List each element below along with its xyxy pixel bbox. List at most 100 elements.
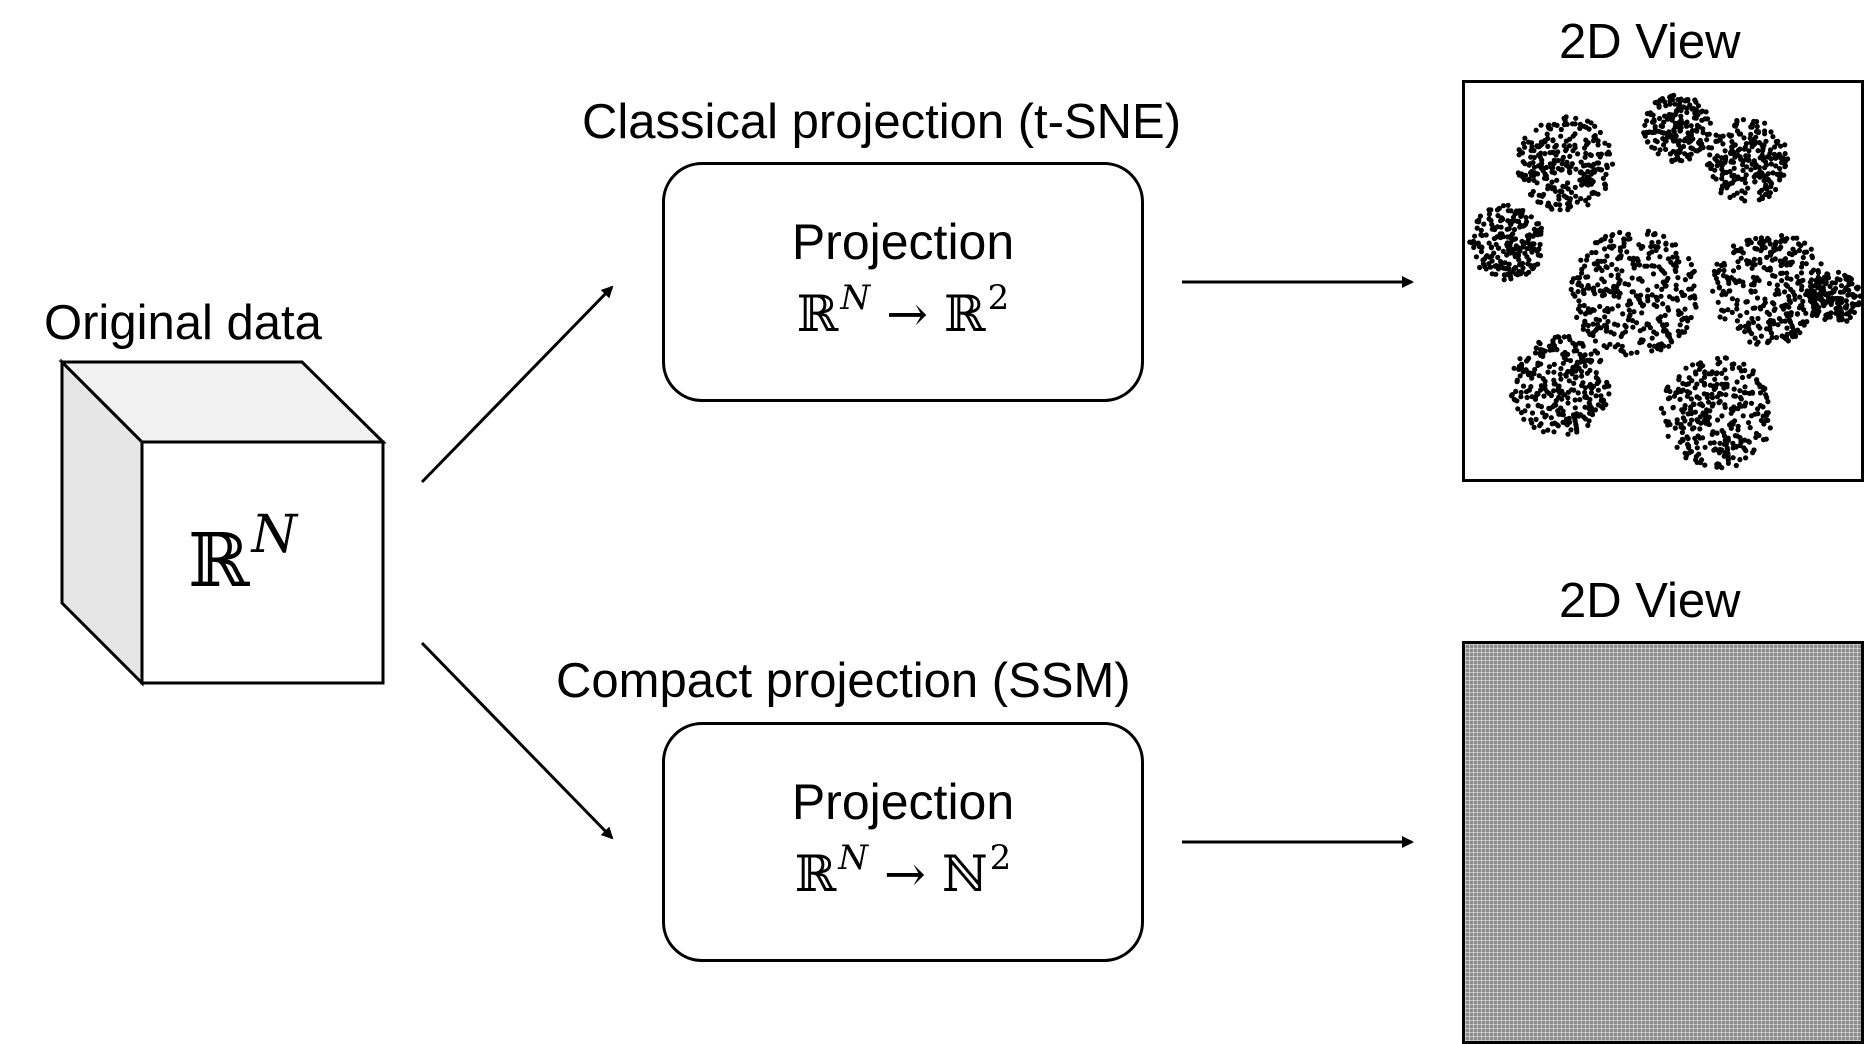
cluster-point — [1744, 164, 1750, 170]
cluster-point — [1651, 302, 1657, 308]
cluster-point — [1713, 138, 1719, 144]
cluster-point — [1560, 360, 1566, 366]
cluster-point — [1692, 301, 1698, 307]
cluster-point — [1701, 391, 1707, 397]
cluster-point — [1560, 392, 1566, 398]
cluster-point — [1748, 289, 1755, 295]
cluster-point — [1655, 151, 1661, 157]
cluster-point — [1623, 352, 1629, 358]
cluster-point — [1608, 272, 1614, 278]
cluster-point — [1820, 291, 1826, 297]
cluster-point — [1598, 151, 1604, 157]
cluster-point — [1685, 138, 1691, 144]
cluster-point — [1602, 181, 1608, 187]
cluster-point — [1712, 167, 1718, 173]
data-cube — [58, 358, 387, 687]
cluster-point — [1530, 371, 1536, 377]
cluster-point — [1611, 331, 1617, 337]
cluster-point — [1567, 337, 1573, 343]
cluster-point — [1663, 146, 1669, 152]
cluster-point — [1768, 330, 1775, 336]
cluster-point — [1776, 316, 1782, 322]
cluster-point — [1766, 338, 1772, 344]
cluster-point — [1743, 455, 1749, 461]
cluster-point — [1687, 421, 1693, 427]
cluster-point — [1549, 206, 1555, 212]
cluster-point — [1630, 324, 1636, 330]
cluster-point — [1516, 257, 1522, 263]
cluster-point — [1500, 248, 1506, 254]
cluster-point — [1611, 290, 1617, 296]
cluster-point — [1538, 421, 1544, 427]
cluster-point — [1706, 421, 1712, 428]
cluster-point — [1495, 254, 1501, 260]
cluster-point — [1584, 370, 1590, 376]
cluster-point — [1539, 157, 1545, 163]
cluster-point — [1597, 303, 1603, 310]
cluster-point — [1747, 135, 1753, 141]
cluster-point — [1549, 179, 1555, 185]
cluster-point — [1739, 374, 1746, 381]
cluster-point — [1699, 117, 1705, 123]
cluster-point — [1572, 375, 1579, 381]
cluster-point — [1849, 281, 1855, 287]
cluster-point — [1533, 345, 1539, 351]
cluster-point — [1754, 123, 1760, 130]
cluster-point — [1669, 242, 1675, 248]
cluster-point — [1766, 280, 1772, 287]
cluster-point — [1553, 201, 1559, 207]
cluster-point — [1555, 165, 1561, 172]
cluster-point — [1709, 369, 1715, 375]
cluster-point — [1829, 280, 1835, 286]
cluster-point — [1756, 432, 1762, 439]
cluster-point — [1607, 341, 1613, 347]
cluster-point — [1517, 373, 1523, 379]
cluster-point — [1609, 306, 1615, 312]
cluster-point — [1636, 262, 1643, 268]
cluster-point — [1522, 144, 1528, 150]
cluster-point — [1771, 151, 1777, 157]
compact-view-label: 2D View — [1559, 574, 1741, 628]
cluster-point — [1547, 161, 1553, 167]
classical-box-title: Projection — [791, 214, 1015, 270]
cluster-point — [1796, 247, 1802, 254]
cluster-point — [1526, 269, 1532, 275]
cluster-point — [1845, 292, 1851, 298]
cluster-point — [1794, 274, 1800, 280]
cluster-point — [1602, 258, 1608, 264]
cluster-point — [1562, 184, 1568, 190]
cluster-point — [1784, 325, 1790, 331]
cluster-point — [1552, 402, 1558, 408]
cluster-point — [1660, 301, 1666, 307]
cluster-point — [1625, 302, 1631, 308]
cluster-point — [1673, 250, 1679, 256]
cluster-point — [1627, 236, 1633, 242]
cluster-point — [1754, 377, 1760, 383]
cluster-point — [1717, 398, 1723, 404]
cluster-point — [1592, 123, 1598, 129]
cluster-point — [1519, 212, 1525, 218]
cluster-point — [1850, 292, 1856, 298]
cluster-point — [1722, 367, 1728, 373]
cluster-point — [1750, 368, 1756, 374]
cluster-point — [1531, 424, 1537, 430]
cluster-point — [1668, 93, 1674, 99]
cluster-point — [1509, 392, 1515, 398]
cluster-point — [1555, 423, 1561, 429]
cluster-point — [1685, 443, 1691, 449]
classical-projection-title: Classical projection (t-SNE) — [582, 95, 1182, 149]
cluster-point — [1773, 334, 1780, 341]
cluster-point — [1538, 231, 1544, 237]
cluster-point — [1520, 383, 1527, 389]
cluster-point — [1659, 123, 1665, 129]
cluster-point — [1528, 417, 1534, 423]
cluster-point — [1728, 275, 1734, 281]
cluster-point — [1582, 154, 1588, 160]
cluster-point — [1474, 225, 1480, 231]
cluster-point — [1722, 402, 1728, 408]
cluster-point — [1684, 123, 1690, 129]
cluster-point — [1635, 294, 1641, 300]
cluster-point — [1771, 321, 1777, 327]
cluster-point — [1507, 219, 1513, 225]
cluster-point — [1770, 272, 1776, 279]
